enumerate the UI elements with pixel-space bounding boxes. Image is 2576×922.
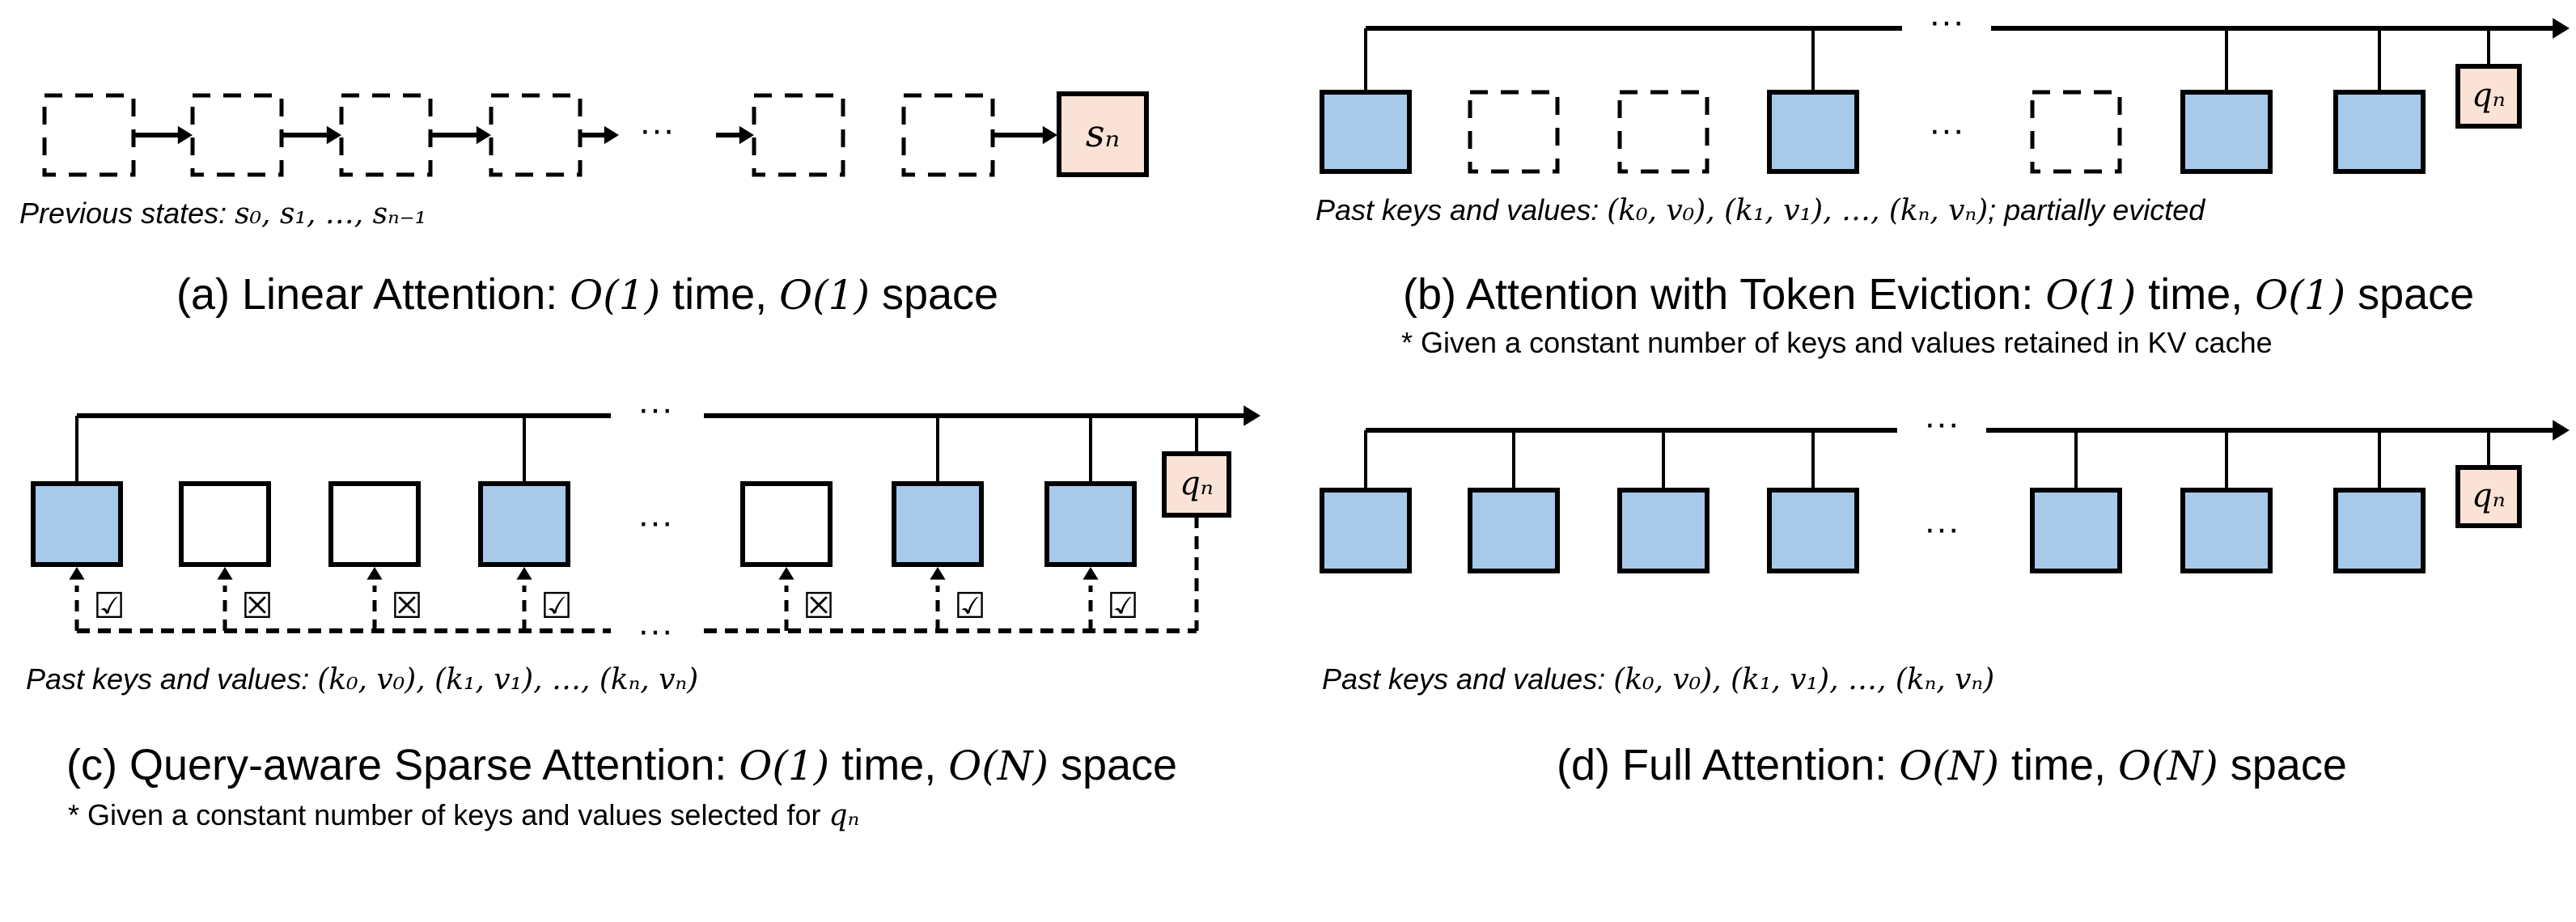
checkbox-checked-icon: ☑ [954, 586, 985, 627]
previous-state-box [190, 93, 284, 177]
note-query-aware-sparse: * Given a constant number of keys and va… [68, 798, 859, 832]
checkbox-checked-icon: ☑ [93, 586, 125, 627]
checkbox-checked-icon: ☑ [540, 586, 572, 627]
evicted-token-box [1617, 90, 1710, 174]
evicted-token-box [2030, 90, 2122, 174]
selected-kv-box [478, 481, 570, 567]
caption-previous-states: Previous states: s₀, s₁, …, sₙ₋₁ [19, 197, 426, 230]
arrow-right-icon [1042, 125, 1057, 145]
timeline-arrow-icon [2553, 18, 2570, 39]
arrow-right-icon [604, 125, 619, 145]
arrow-right-icon [326, 125, 341, 145]
caption-past-kv-sparse: Past keys and values: (k₀, v₀), (k₁, v₁)… [26, 662, 698, 696]
evicted-token-box [1468, 90, 1560, 174]
kv-token-box [2180, 90, 2273, 174]
arrow-up-icon [366, 567, 383, 580]
ellipsis: ··· [639, 110, 675, 150]
arrow-up-icon [778, 567, 794, 580]
query-label: qₙ [2472, 77, 2506, 114]
timeline-ellipsis: ··· [1929, 2, 1964, 41]
kv-token-box [1767, 488, 1859, 573]
token-ellipsis: ··· [1924, 509, 1960, 548]
kv-token-box [1767, 90, 1859, 174]
kv-token-box [1320, 90, 1412, 174]
timeline-ellipsis: ··· [638, 389, 673, 429]
panel-token-eviction: ··· ··· qₙ [1320, 2, 2570, 174]
kv-token-box [2030, 488, 2122, 573]
checkbox-checked-icon: ☑ [1107, 586, 1138, 627]
previous-state-box [42, 93, 136, 177]
unselected-kv-box [740, 481, 833, 567]
timeline-arrow-icon [1244, 405, 1260, 426]
arrow-up-icon [516, 567, 532, 580]
title-query-aware-sparse: (c) Query-aware Sparse Attention: O(1) t… [66, 741, 1177, 789]
previous-state-box [489, 93, 583, 177]
selection-ellipsis: ··· [638, 611, 673, 650]
current-state-label: sₙ [1086, 112, 1120, 155]
kv-token-box [2333, 488, 2426, 573]
note-token-eviction: * Given a constant number of keys and va… [1401, 326, 2273, 359]
title-token-eviction: (b) Attention with Token Eviction: O(1) … [1403, 270, 2474, 319]
unselected-kv-box [179, 481, 271, 567]
panel-full-attention: ··· ··· qₙ [1320, 404, 2570, 573]
arrow-right-icon [476, 125, 491, 145]
title-full-attention: (d) Full Attention: O(N) time, O(N) spac… [1557, 741, 2347, 789]
arrow-up-icon [1083, 567, 1099, 580]
previous-state-box [752, 93, 845, 177]
kv-token-box [2180, 488, 2273, 573]
selected-kv-box [31, 481, 123, 567]
query-label: qₙ [1180, 465, 1214, 502]
caption-past-kv-full: Past keys and values: (k₀, v₀), (k₁, v₁)… [1322, 662, 1994, 696]
timeline-arrow-icon [2553, 420, 2570, 441]
arrow-right-icon [739, 125, 754, 145]
kv-token-box [2333, 90, 2426, 174]
title-linear-attention: (a) Linear Attention: O(1) time, O(1) sp… [176, 270, 998, 319]
timeline-ellipsis: ··· [1924, 404, 1960, 443]
panel-query-aware-sparse: ··· ··· ··· ☑ ☒ ☒ ☑ ☒ ☑ ☑ qₙ [31, 389, 1260, 650]
previous-state-box [339, 93, 433, 177]
arrow-up-icon [217, 567, 233, 580]
unselected-kv-box [328, 481, 421, 567]
current-state-box [1057, 91, 1149, 177]
kv-token-box [1617, 488, 1710, 573]
token-ellipsis: ··· [638, 502, 673, 542]
kv-token-box [1468, 488, 1560, 573]
panel-linear-attention: sₙ [42, 91, 1149, 177]
selected-kv-box [892, 481, 984, 567]
caption-past-kv-evicted: Past keys and values: (k₀, v₀), (k₁, v₁)… [1316, 193, 2205, 227]
token-ellipsis: ··· [1929, 110, 1964, 150]
arrow-up-icon [69, 567, 85, 580]
kv-token-box [1320, 488, 1412, 573]
previous-state-box [901, 93, 995, 177]
arrow-right-icon [177, 125, 193, 145]
checkbox-crossed-icon: ☒ [803, 586, 834, 627]
checkbox-crossed-icon: ☒ [391, 586, 422, 627]
arrow-up-icon [930, 567, 946, 580]
checkbox-crossed-icon: ☒ [241, 586, 273, 627]
selected-kv-box [1044, 481, 1137, 567]
query-label: qₙ [2472, 477, 2506, 514]
